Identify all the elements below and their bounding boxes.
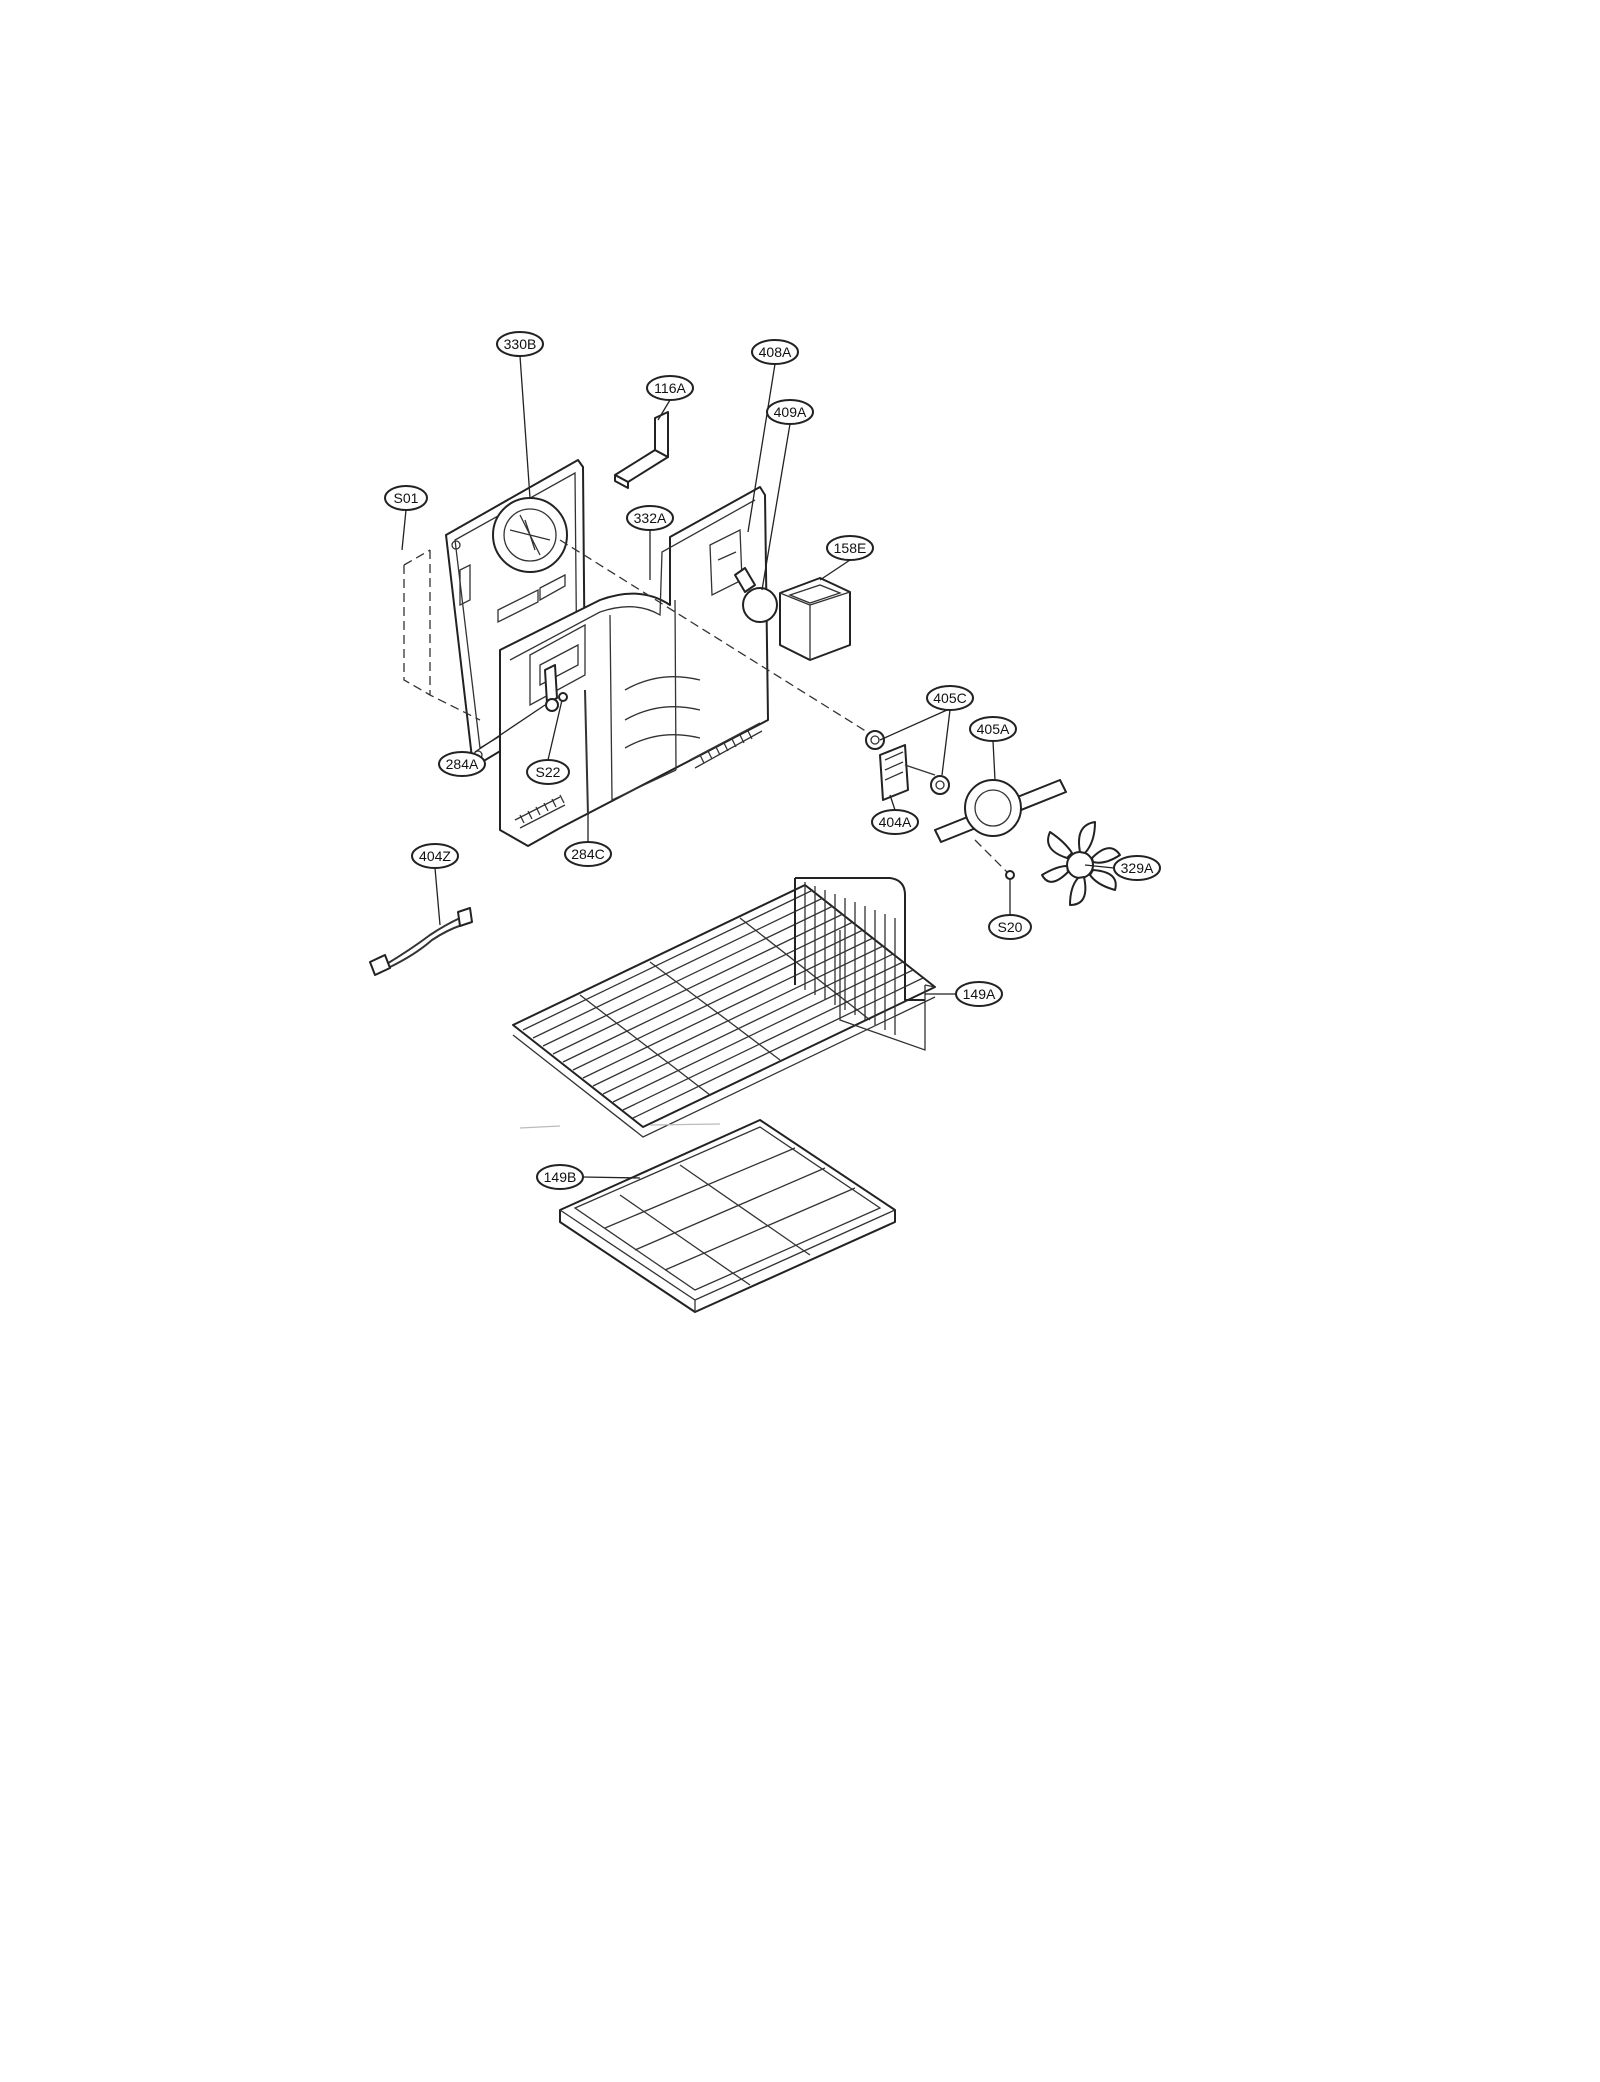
screw-s22	[558, 692, 568, 702]
label-284a: 284A	[438, 751, 486, 777]
bracket-405a	[934, 779, 1067, 843]
svg-text:284A: 284A	[446, 756, 479, 772]
glass-shelf-149b	[559, 1119, 896, 1313]
sensor-284a	[544, 664, 559, 712]
screw-s20	[1005, 870, 1015, 880]
lamp-409a	[734, 567, 778, 623]
svg-text:409A: 409A	[774, 404, 807, 420]
svg-text:405C: 405C	[933, 690, 966, 706]
label-329a: 329A	[1113, 855, 1161, 881]
leader-lines	[401, 355, 1115, 1179]
grommet-405c-rear	[930, 775, 950, 795]
label-409a: 409A	[766, 399, 814, 425]
svg-text:S01: S01	[394, 490, 419, 506]
fan-blade-329a	[1041, 821, 1121, 906]
label-116a: 116A	[646, 375, 694, 401]
label-408a: 408A	[751, 339, 799, 365]
label-404a: 404A	[871, 809, 919, 835]
label-405a: 405A	[969, 716, 1017, 742]
wire-harness-404z	[369, 907, 473, 976]
label-s22: S22	[526, 759, 570, 785]
lamp-cover-158e	[779, 577, 851, 661]
label-332a: 332A	[626, 505, 674, 531]
svg-text:116A: 116A	[654, 380, 686, 396]
svg-text:408A: 408A	[759, 344, 792, 360]
svg-text:149B: 149B	[544, 1169, 577, 1185]
label-284c: 284C	[564, 841, 612, 867]
label-s20: S20	[988, 914, 1032, 940]
front-panel-332a	[499, 486, 769, 847]
screw-line-s20	[974, 839, 1011, 876]
label-405c: 405C	[926, 685, 974, 711]
alignment-dash-lines	[403, 549, 481, 721]
wire-shelf-149a	[512, 877, 936, 1138]
svg-text:404A: 404A	[879, 814, 912, 830]
label-149a: 149A	[955, 981, 1003, 1007]
cover-116a	[614, 411, 669, 489]
svg-text:404Z: 404Z	[419, 848, 451, 864]
svg-text:330B: 330B	[504, 336, 537, 352]
svg-text:149A: 149A	[963, 986, 996, 1002]
svg-text:405A: 405A	[977, 721, 1010, 737]
label-158e: 158E	[826, 535, 874, 561]
scan-mark	[519, 1123, 721, 1129]
label-149b: 149B	[536, 1164, 584, 1190]
grommet-405c-front	[865, 730, 885, 750]
svg-text:332A: 332A	[634, 510, 667, 526]
svg-text:158E: 158E	[834, 540, 867, 556]
svg-text:284C: 284C	[571, 846, 604, 862]
motor-404a	[879, 744, 936, 801]
label-404z: 404Z	[411, 843, 459, 869]
label-330b: 330B	[496, 331, 544, 357]
svg-text:329A: 329A	[1121, 860, 1154, 876]
svg-text:S20: S20	[998, 919, 1023, 935]
svg-text:S22: S22	[536, 764, 561, 780]
label-s01: S01	[384, 485, 428, 511]
wire-284c	[584, 689, 589, 816]
axis-line	[559, 539, 873, 736]
